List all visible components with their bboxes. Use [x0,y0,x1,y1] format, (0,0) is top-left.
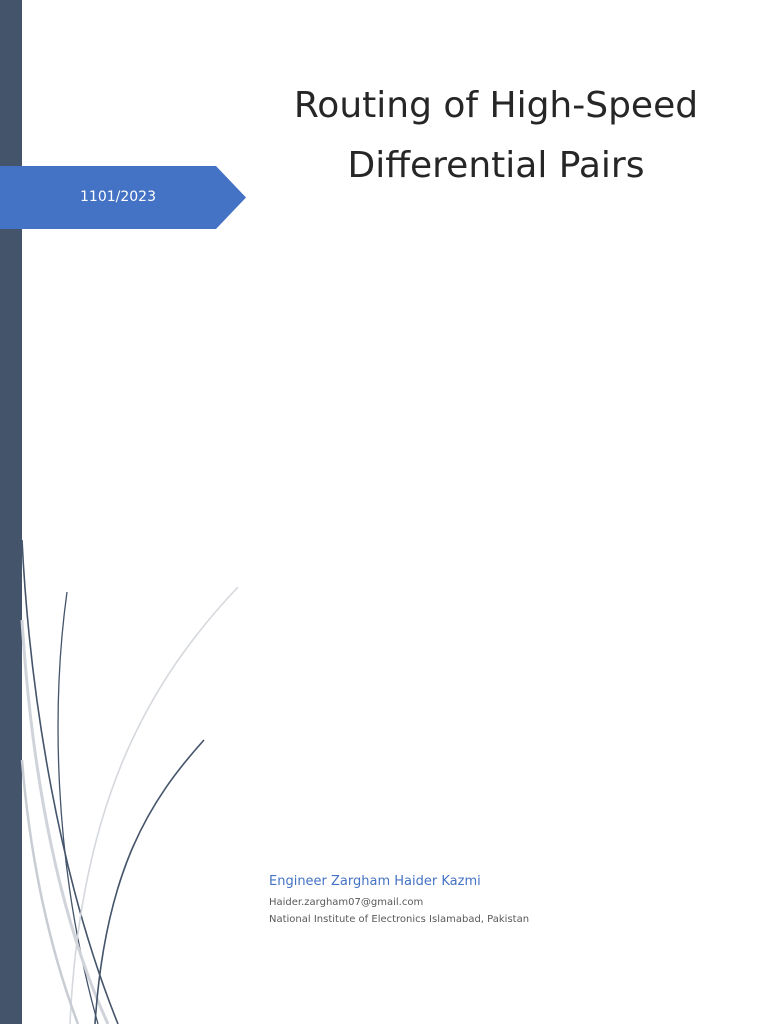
date-banner: 1101/2023 [0,166,246,229]
author-institute: National Institute of Electronics Islama… [269,914,530,925]
left-vertical-bar [0,0,22,1024]
document-title: Routing of High-Speed Differential Pairs [268,76,724,196]
author-name: Engineer Zargham Haider Kazmi [269,874,481,889]
title-line-2: Differential Pairs [347,145,645,186]
author-info: Engineer Zargham Haider Kazmi Haider.zar… [269,872,739,928]
document-date: 1101/2023 [80,189,156,205]
author-email: Haider.zargham07@gmail.com [269,897,424,908]
title-line-1: Routing of High-Speed [293,85,699,126]
